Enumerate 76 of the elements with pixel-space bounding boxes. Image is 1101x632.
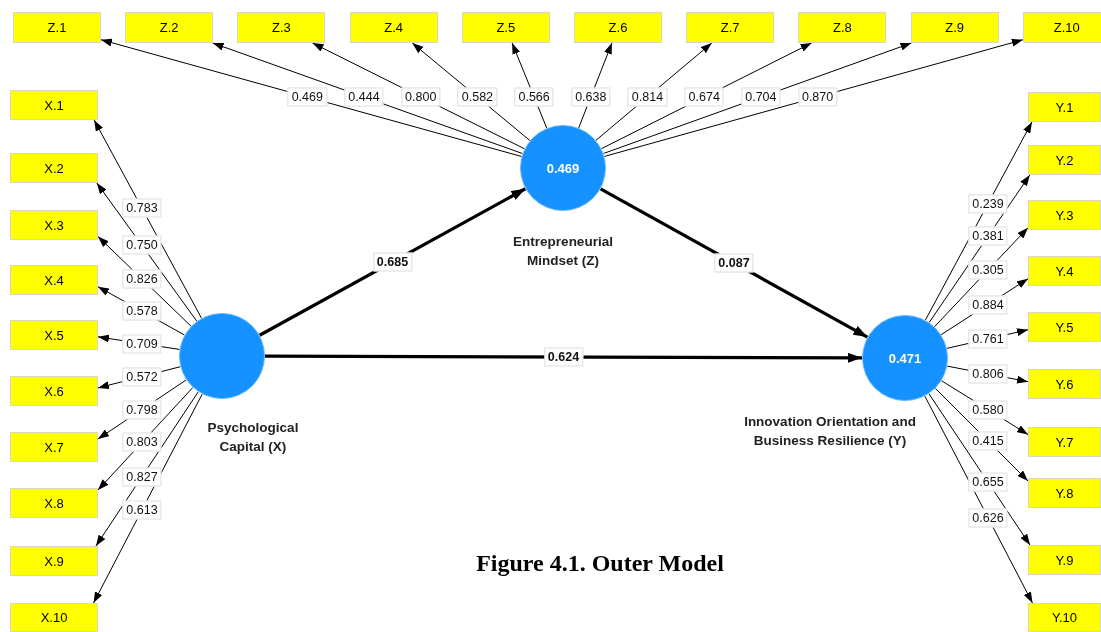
edge-label: 0.783 <box>122 198 162 218</box>
indicator-box: Y.5 <box>1028 312 1101 342</box>
indicator-box: X.2 <box>10 153 98 183</box>
indicator-box: Z.10 <box>1022 12 1101 43</box>
indicator-box: Y.3 <box>1028 200 1101 230</box>
indicator-box: X.3 <box>10 210 98 240</box>
indicator-box: Z.1 <box>13 12 101 43</box>
edge-label: 0.655 <box>968 472 1008 492</box>
indicator-box: Z.4 <box>349 12 438 43</box>
indicator-box: X.1 <box>10 90 98 120</box>
indicator-box: X.9 <box>10 546 98 576</box>
edge-label: 0.582 <box>457 87 498 107</box>
edge-label: 0.798 <box>122 400 162 419</box>
indicator-box: Z.7 <box>686 12 775 43</box>
edge-label: 0.685 <box>372 252 413 272</box>
construct-label: Entrepreneurial Mindset (Z) <box>512 233 614 270</box>
indicator-box: X.5 <box>10 320 98 350</box>
figure-caption: Figure 4.1. Outer Model <box>475 550 725 577</box>
construct-label: Innovation Orientation and Business Resilience (Y) <box>743 413 917 450</box>
arrow <box>100 38 523 157</box>
r-squared-value: 0.471 <box>888 350 922 366</box>
indicator-box: Y.2 <box>1028 145 1101 175</box>
indicator-box: Z.5 <box>461 12 550 43</box>
edge-label: 0.572 <box>122 367 162 387</box>
edge-label: 0.239 <box>968 194 1008 214</box>
edge-label: 0.381 <box>968 226 1008 246</box>
edge-label: 0.087 <box>714 253 754 273</box>
indicator-box: Z.2 <box>125 12 214 43</box>
indicator-box: X.10 <box>10 603 98 632</box>
indicator-box: X.4 <box>10 265 98 295</box>
arrow <box>258 187 527 337</box>
arrow <box>96 182 198 322</box>
edge-label: 0.566 <box>514 87 554 107</box>
arrow <box>599 187 869 339</box>
edge-label: 0.674 <box>684 87 724 107</box>
edge-label: 0.626 <box>968 508 1008 528</box>
indicator-box: Y.4 <box>1028 256 1101 286</box>
r-squared-value: 0.469 <box>546 160 580 176</box>
arrow <box>265 352 862 363</box>
indicator-box: Z.8 <box>798 12 887 43</box>
edge-label: 0.469 <box>287 87 327 107</box>
construct-label: Psychological Capital (X) <box>206 419 300 456</box>
arrow <box>603 38 1024 157</box>
indicator-box: X.6 <box>10 376 98 406</box>
edge-label: 0.803 <box>122 432 162 452</box>
edge-label: 0.814 <box>627 87 668 107</box>
edge-label: 0.800 <box>401 87 441 107</box>
edge-label: 0.750 <box>122 235 162 255</box>
edge-label: 0.709 <box>122 334 162 354</box>
indicator-box: X.7 <box>10 432 98 462</box>
edge-label: 0.613 <box>122 500 162 520</box>
indicator-box: Y.7 <box>1028 427 1101 457</box>
indicator-box: X.8 <box>10 488 98 518</box>
edge-label: 0.578 <box>122 301 162 321</box>
edge-label: 0.704 <box>741 87 781 107</box>
edge-label: 0.444 <box>344 87 384 107</box>
arrow <box>928 393 1031 546</box>
indicator-box: Y.9 <box>1028 545 1101 575</box>
edge-label: 0.638 <box>571 87 611 107</box>
indicator-box: Y.10 <box>1028 603 1101 632</box>
indicator-box: Y.6 <box>1028 369 1101 399</box>
edge-label: 0.580 <box>968 400 1008 420</box>
indicator-box: Z.3 <box>237 12 326 43</box>
indicator-box: Y.1 <box>1028 92 1101 122</box>
edge-label: 0.761 <box>968 329 1008 349</box>
indicator-box: Y.8 <box>1028 478 1101 508</box>
edge-label: 0.827 <box>122 467 162 487</box>
edge-label: 0.870 <box>797 87 838 107</box>
edge-label: 0.305 <box>968 260 1008 280</box>
edge-label: 0.624 <box>543 347 584 367</box>
edge-label: 0.415 <box>968 431 1008 451</box>
edge-label: 0.826 <box>122 269 162 289</box>
indicator-box: Z.9 <box>910 12 999 43</box>
edge-label: 0.806 <box>968 364 1008 384</box>
edge-label: 0.884 <box>968 295 1008 314</box>
indicator-box: Z.6 <box>574 12 662 43</box>
